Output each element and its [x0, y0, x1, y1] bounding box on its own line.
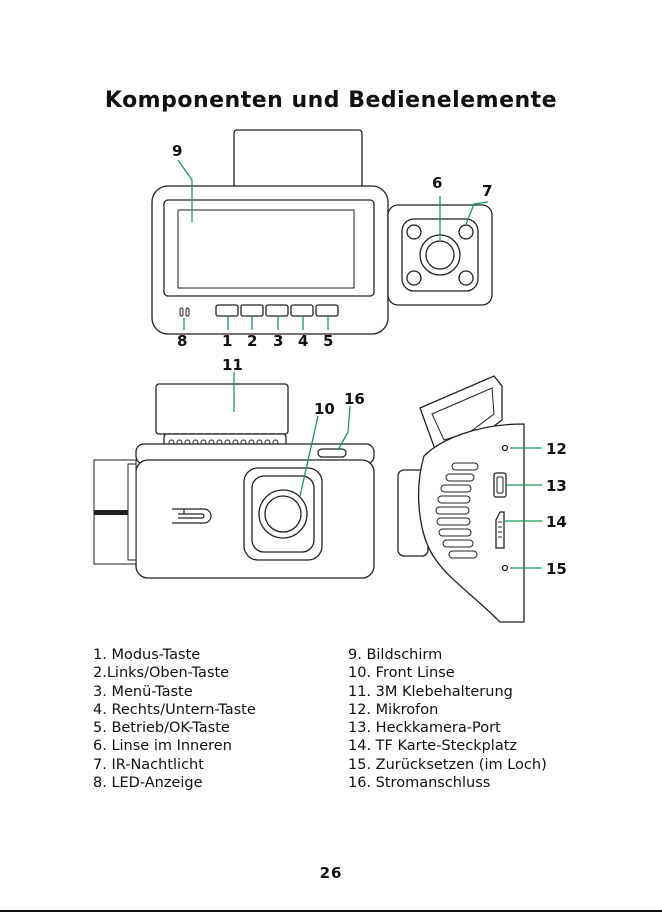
led-1	[179, 307, 184, 317]
callout-6: 6	[432, 174, 442, 192]
legend-item-3: 3. Menü-Taste	[93, 683, 193, 700]
ir-light-4	[458, 270, 474, 286]
bottom-rule	[0, 910, 662, 912]
components-diagram: 9 6 7 8 1 2 3 4 5	[93, 129, 567, 623]
legend-item-2: 2.Links/Oben-Taste	[93, 665, 230, 682]
button-left-up	[240, 304, 264, 317]
legend-left-column: 1. Modus-Taste 2.Links/Oben-Taste 3. Men…	[93, 646, 256, 792]
button-mode	[215, 304, 239, 317]
leader-9	[177, 159, 193, 222]
rear-camera-port-inner	[496, 476, 504, 494]
reset-hole	[501, 564, 509, 572]
leader-7	[465, 201, 489, 225]
legend-item-14: 14. TF Karte-Steckplatz	[348, 738, 518, 755]
callout-11: 11	[222, 356, 243, 374]
legend-right-column: 9. Bildschirm 10. Front Linse 11. 3M Kle…	[348, 646, 547, 792]
side-mount-inner	[431, 387, 495, 441]
legend-item-15: 15. Zurücksetzen (im Loch)	[348, 756, 547, 773]
legend-item-11: 11. 3M Klebehalterung	[348, 683, 513, 700]
legend-item-9: 9. Bildschirm	[348, 647, 443, 663]
side-ribs	[435, 462, 479, 559]
microphone-hole	[501, 444, 509, 452]
callout-10: 10	[314, 400, 335, 418]
ir-light-1	[406, 224, 422, 240]
power-port	[317, 448, 347, 458]
legend-item-10: 10. Front Linse	[348, 665, 455, 682]
leader-10	[299, 415, 319, 497]
legend-item-6: 6. Linse im Inneren	[93, 738, 232, 755]
legend-item-16: 16. Stromanschluss	[348, 775, 491, 792]
page-title: Komponenten und Bedienelemente	[104, 88, 558, 113]
front-lens	[264, 495, 302, 533]
callout-15: 15	[546, 560, 567, 578]
logo-mark-icon	[172, 508, 212, 524]
callout-8: 8	[177, 332, 187, 350]
legend-item-13: 13. Heckkamera-Port	[348, 720, 501, 737]
dashcam-back-view	[151, 129, 493, 335]
callout-14: 14	[546, 513, 567, 531]
callout-7: 7	[482, 182, 492, 200]
callout-1: 1	[222, 332, 232, 350]
callout-5: 5	[323, 332, 333, 350]
adhesive-mount	[155, 383, 289, 435]
legend-item-12: 12. Mikrofon	[348, 701, 439, 718]
ir-light-3	[406, 270, 422, 286]
top-mount	[233, 129, 363, 189]
side-body	[417, 423, 525, 623]
dashcam-side-view	[397, 375, 525, 623]
callout-9: 9	[172, 142, 182, 160]
leader-16	[337, 405, 351, 451]
callout-16: 16	[344, 390, 365, 408]
led-2	[185, 307, 190, 317]
button-right-down	[290, 304, 314, 317]
button-menu	[265, 304, 289, 317]
ir-light-2	[458, 224, 474, 240]
legend-item-7: 7. IR-Nachtlicht	[93, 756, 204, 773]
callout-12: 12	[546, 440, 567, 458]
button-ok	[315, 304, 339, 317]
legend-item-4: 4. Rechts/Untern-Taste	[93, 701, 256, 718]
tf-card-slot	[495, 511, 505, 549]
legend-item-5: 5. Betrieb/OK-Taste	[93, 720, 230, 737]
legend-item-8: 8. LED-Anzeige	[93, 775, 203, 792]
rear-cable	[94, 510, 128, 515]
legend-item-1: 1. Modus-Taste	[93, 647, 201, 663]
inner-lens	[425, 240, 455, 270]
callout-4: 4	[298, 332, 308, 350]
dashcam-front-view	[93, 383, 375, 579]
page-number: 26	[319, 864, 343, 882]
callout-13: 13	[546, 477, 567, 495]
screen	[177, 209, 355, 289]
callout-3: 3	[273, 332, 283, 350]
rear-cable-clip	[127, 463, 137, 561]
callout-2: 2	[247, 332, 257, 350]
tf-card-slot-pins	[498, 521, 502, 538]
